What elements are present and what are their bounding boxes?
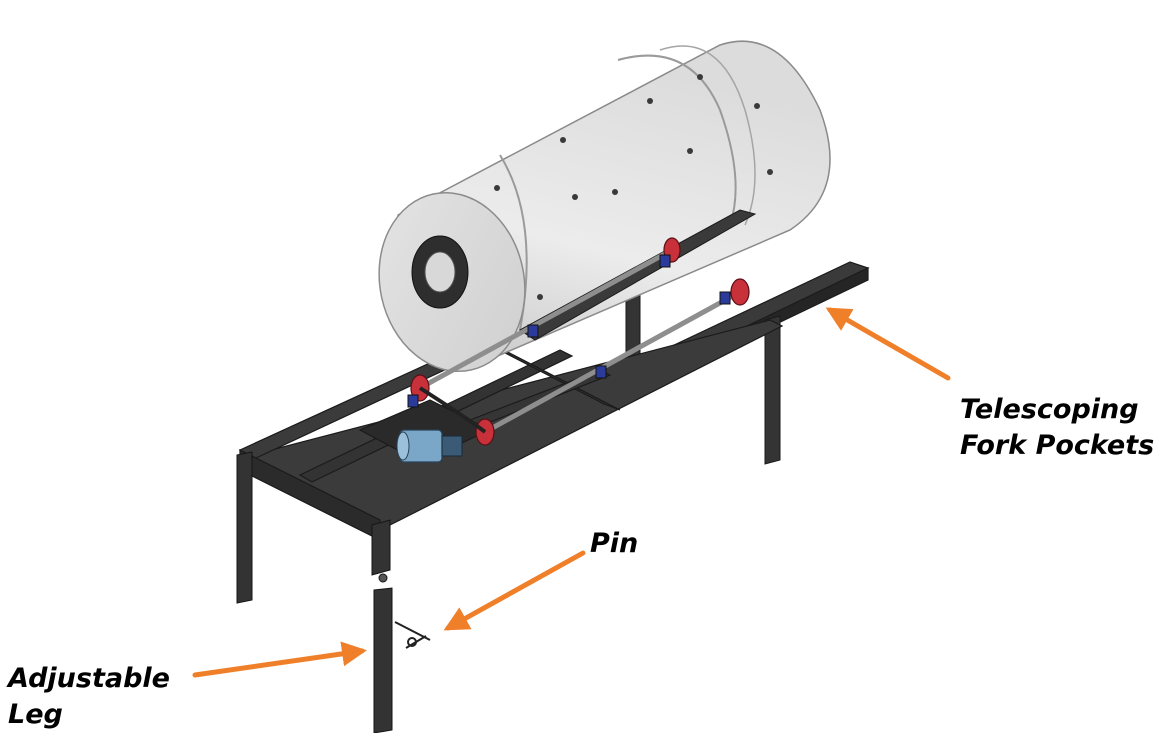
tumbler-drum — [378, 40, 831, 373]
pin — [394, 621, 431, 649]
adjustable-leg-label: Adjustable Leg — [8, 661, 170, 733]
arrow-leg — [192, 641, 367, 678]
telescoping-label-line2: Fork Pockets — [960, 430, 1155, 461]
telescoping-fork-pockets-label: Telescoping Fork Pockets — [960, 392, 1154, 464]
front-legs — [236, 451, 391, 604]
leg-label-line1: Adjustable — [8, 663, 170, 694]
adjustable-leg — [373, 573, 393, 733]
leg-label-line2: Leg — [8, 699, 63, 730]
telescoping-label-line1: Telescoping — [960, 394, 1139, 425]
bearing-blocks — [407, 254, 731, 408]
drive-shafts — [417, 247, 743, 435]
base-frame — [238, 319, 784, 541]
callout-arrows — [192, 307, 951, 678]
arrow-pin — [443, 550, 586, 631]
drive-motor — [396, 386, 487, 463]
arrow-telescoping — [825, 307, 951, 381]
pin-label: Pin — [590, 528, 639, 559]
